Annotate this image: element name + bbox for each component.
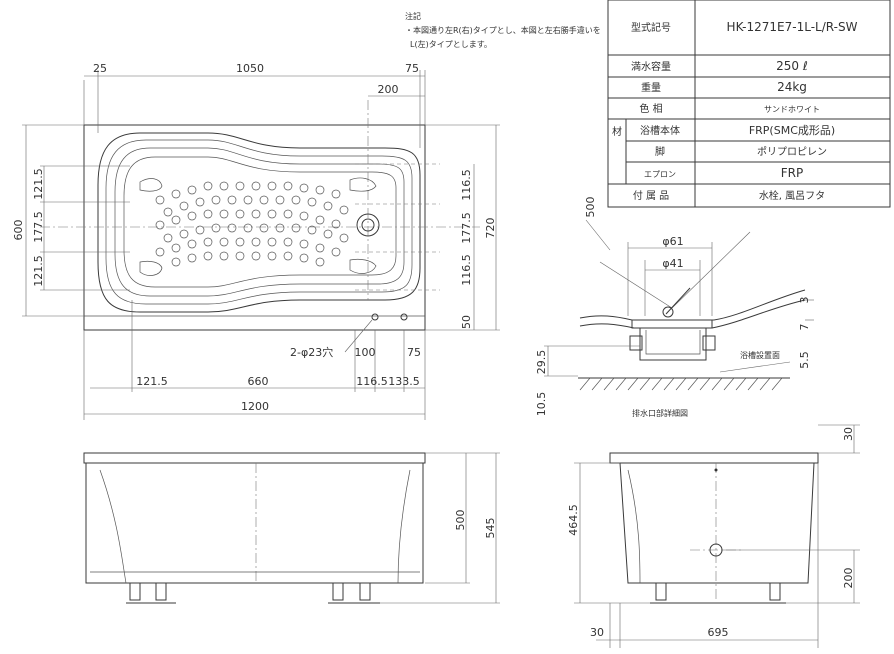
side-dim-30-left: 30 — [590, 626, 604, 639]
detail-dim-3: 3 — [798, 297, 811, 304]
spec-value-color: サンドホワイト — [764, 105, 820, 114]
spec-value-model: HK-1271E7-1L-L/R-SW — [727, 20, 858, 34]
drain-outer — [356, 213, 380, 237]
notes-heading: 注記 — [405, 11, 421, 21]
spec-label-accessories: 付 属 品 — [633, 189, 669, 202]
notes: 注記 ・本図通り左R(右)タイプとし、本図と左右勝手違いを L(左)タイプとしま… — [405, 11, 601, 49]
side-view: 30 464.5 200 30 695 — [567, 424, 860, 648]
spec-group-material: 材 — [612, 125, 622, 138]
front-dim-500: 500 — [454, 510, 467, 531]
detail-dim-105: 10.5 — [535, 392, 548, 417]
dim-b-1165: 116.5 — [356, 375, 388, 388]
spec-table: 型式記号 HK-1271E7-1L-L/R-SW 満水容量 250 ℓ 重量 2… — [607, 0, 891, 208]
dim-l-1215-a: 121.5 — [32, 168, 45, 200]
spec-value-legs: ポリプロピレン — [757, 146, 827, 158]
dim-h-75: 75 — [407, 346, 421, 359]
dim-b-1335: 133.5 — [388, 375, 420, 388]
detail-phi61: φ61 — [662, 235, 683, 248]
plan-view: 25 1050 75 200 600 121.5 177.5 121.5 720… — [12, 62, 500, 420]
detail-dim-500: 500 — [584, 197, 597, 218]
anti-slip-dots — [139, 177, 377, 276]
spec-value-accessories: 水栓, 風呂フタ — [759, 189, 825, 202]
dim-h-100: 100 — [355, 346, 376, 359]
front-dim-545: 545 — [484, 518, 497, 539]
dim-top-left: 25 — [93, 62, 107, 75]
spec-label-weight: 重量 — [641, 81, 661, 94]
drain-detail-view: 500 φ61 φ41 3 7 5.5 浴槽設置面 29.5 10.5 — [535, 197, 814, 418]
dim-r-50: 50 — [460, 315, 473, 329]
notes-line1: ・本図通り左R(右)タイプとし、本図と左右勝手違いを — [405, 25, 601, 35]
detail-dim-7: 7 — [798, 324, 811, 331]
detail-phi41: φ41 — [662, 257, 683, 270]
side-dim-200: 200 — [842, 568, 855, 589]
spec-value-apron: FRP — [781, 166, 803, 180]
side-feet — [650, 582, 786, 604]
dim-r-1775: 177.5 — [460, 212, 473, 244]
dim-r-1165-b: 116.5 — [460, 254, 473, 286]
dim-r-1165-a: 116.5 — [460, 169, 473, 201]
side-dim-30-top: 30 — [842, 427, 855, 441]
spec-label-body: 浴槽本体 — [640, 124, 680, 137]
front-feet — [126, 582, 380, 604]
dim-total-width: 1200 — [241, 400, 269, 413]
side-dim-4645: 464.5 — [567, 504, 580, 536]
dim-l-1215-b: 121.5 — [32, 255, 45, 287]
rim-hole-right — [400, 313, 408, 321]
spec-value-weight: 24kg — [777, 80, 807, 94]
detail-dim-55: 5.5 — [798, 351, 811, 369]
dim-left-600: 600 — [12, 220, 25, 241]
dim-top-right: 75 — [405, 62, 419, 75]
front-view: 500 545 — [83, 452, 500, 604]
spec-value-body: FRP(SMC成形品) — [749, 124, 835, 137]
dim-top-200: 200 — [378, 83, 399, 96]
drain-inner — [361, 218, 375, 232]
detail-floor-label: 浴槽設置面 — [740, 350, 780, 360]
spec-label-capacity: 満水容量 — [631, 60, 671, 73]
spec-label-model: 型式記号 — [631, 21, 671, 34]
dim-top-width: 1050 — [236, 62, 264, 75]
spec-label-apron: エプロン — [644, 170, 676, 179]
detail-dim-295: 29.5 — [535, 350, 548, 375]
rim-hole-left — [371, 313, 379, 321]
side-dim-695: 695 — [708, 626, 729, 639]
detail-caption: 排水口部詳細図 — [632, 408, 688, 418]
spec-label-color: 色 相 — [639, 102, 662, 115]
spec-value-capacity: 250 ℓ — [776, 59, 808, 73]
spec-label-legs: 脚 — [655, 145, 665, 158]
dim-l-1775: 177.5 — [32, 211, 45, 243]
dim-right-720: 720 — [484, 218, 497, 239]
dim-b-660: 660 — [248, 375, 269, 388]
dim-holes-label: 2-φ23穴 — [290, 345, 333, 359]
dim-b-1215: 121.5 — [136, 375, 168, 388]
notes-line2: L(左)タイプとします。 — [410, 39, 492, 49]
